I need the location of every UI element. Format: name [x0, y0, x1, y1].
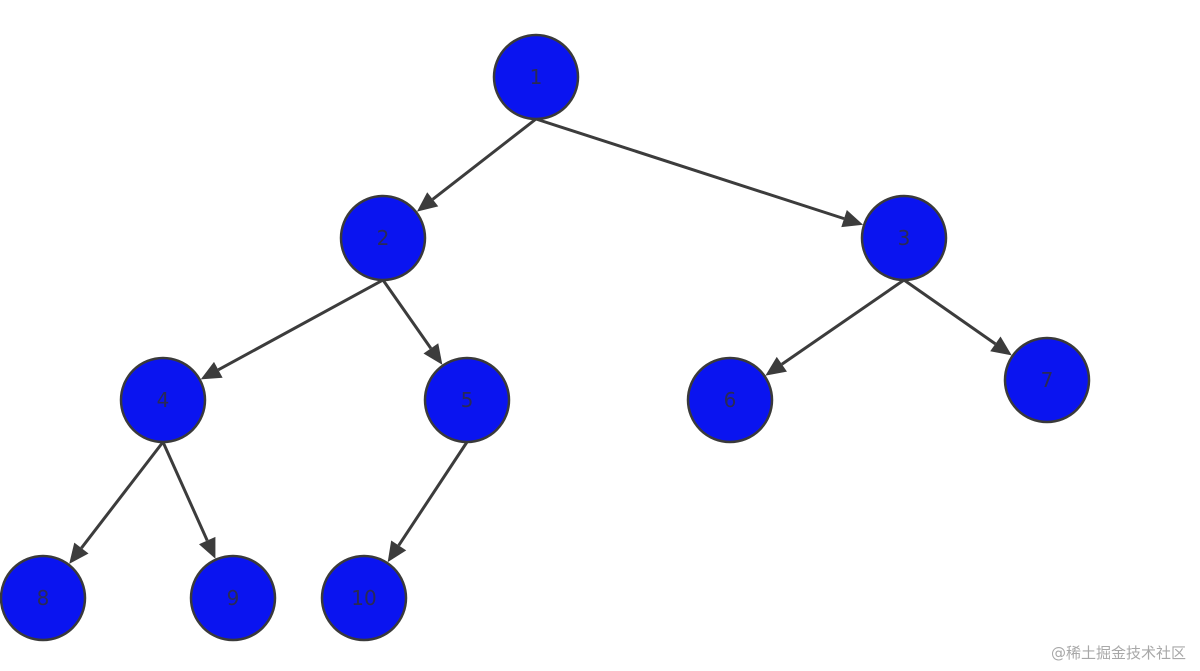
arrow-head-icon: [200, 361, 223, 380]
edge-3-6: [765, 278, 905, 376]
tree-node-6: 6: [686, 356, 774, 444]
edge-1-2: [416, 117, 537, 212]
node-label: 5: [461, 388, 474, 412]
node-circle: [339, 194, 427, 282]
tree-node-8: 8: [0, 554, 87, 642]
edge-2-5: [381, 279, 443, 365]
node-circle: [860, 194, 948, 282]
tree-node-7: 7: [1003, 336, 1091, 424]
node-label: 3: [898, 226, 911, 250]
node-label: 8: [37, 586, 50, 610]
node-circle: [119, 356, 207, 444]
arrow-head-icon: [423, 343, 443, 365]
node-label: 9: [227, 586, 240, 610]
tree-node-1: 1: [492, 33, 580, 121]
edges-layer: [69, 117, 1012, 564]
node-label: 2: [377, 226, 390, 250]
arrow-head-icon: [765, 356, 787, 376]
edge-line: [397, 441, 469, 547]
tree-node-2: 2: [339, 194, 427, 282]
arrow-head-icon: [990, 336, 1012, 356]
edge-line: [431, 117, 537, 201]
node-circle: [423, 356, 511, 444]
tree-node-4: 4: [119, 356, 207, 444]
tree-node-5: 5: [423, 356, 511, 444]
edge-3-7: [903, 278, 1012, 356]
node-circle: [686, 356, 774, 444]
node-label: 4: [157, 388, 170, 412]
arrow-head-icon: [416, 192, 439, 212]
node-circle: [0, 554, 87, 642]
arrow-head-icon: [387, 540, 407, 563]
node-circle: [320, 554, 408, 642]
tree-node-3: 3: [860, 194, 948, 282]
tree-node-10: 10: [320, 554, 408, 642]
arrow-head-icon: [69, 542, 89, 564]
node-circle: [492, 33, 580, 121]
edge-1-3: [535, 117, 864, 228]
node-circle: [189, 554, 277, 642]
node-circle: [1003, 336, 1091, 424]
node-label: 1: [530, 65, 543, 89]
edge-4-9: [161, 441, 216, 559]
edge-line: [80, 441, 165, 549]
edge-line: [381, 279, 433, 350]
node-label: 6: [724, 388, 737, 412]
edge-2-4: [200, 278, 384, 380]
node-label: 7: [1041, 368, 1054, 392]
watermark: @稀土掘金技术社区: [1050, 644, 1186, 662]
edge-5-10: [387, 441, 469, 563]
edge-line: [535, 117, 845, 221]
edge-line: [903, 278, 997, 346]
edge-4-8: [69, 441, 165, 564]
edge-line: [161, 441, 209, 542]
arrow-head-icon: [841, 210, 864, 228]
edge-line: [781, 278, 905, 366]
arrow-head-icon: [198, 536, 216, 559]
node-label: 10: [351, 586, 376, 610]
tree-node-9: 9: [189, 554, 277, 642]
edge-line: [217, 278, 384, 372]
nodes-layer: 1 2 3 4 5 6 7 8 9 10: [0, 33, 1091, 642]
